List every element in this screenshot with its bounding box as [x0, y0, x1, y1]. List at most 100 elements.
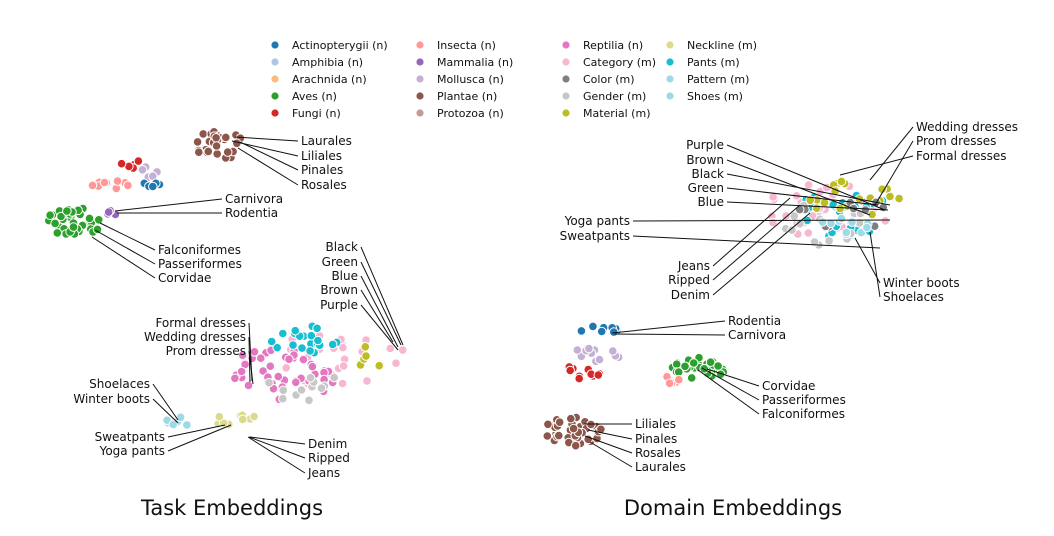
point-aves [50, 218, 60, 229]
point-plantae [192, 137, 203, 147]
task-embeddings-points [44, 127, 408, 430]
annotation-label-sweatpants: Sweatpants [560, 229, 630, 243]
legend-label-gender: Gender (m) [583, 90, 646, 103]
legend-label-reptilia: Reptilia (n) [583, 39, 643, 52]
point-gender [278, 393, 288, 404]
point-plantae [221, 132, 231, 143]
annotation-label-winter-boots: Winter boots [73, 392, 150, 406]
legend-label-mollusca: Mollusca (n) [437, 73, 504, 86]
annotation-label-corvidae: Corvidae [762, 379, 815, 393]
annotation-label-carnivora: Carnivora [728, 328, 786, 342]
point-plantae [554, 430, 564, 441]
annotation-leader-falconiformes [99, 222, 156, 251]
point-category [362, 376, 372, 386]
legend-label-fungi: Fungi (n) [292, 107, 341, 120]
point-material [374, 360, 385, 371]
point-reptilia [291, 377, 301, 388]
annotation-label-liliales: Liliales [635, 417, 676, 431]
point-plantae [211, 133, 221, 143]
point-material [361, 351, 371, 361]
point-reptilia [307, 361, 318, 372]
point-aves [56, 211, 66, 222]
legend-marker-material [562, 109, 570, 117]
point-pants [312, 323, 322, 334]
annotation-label-liliales: Liliales [301, 149, 342, 163]
legend-marker-gender [562, 92, 570, 100]
point-pants [297, 343, 307, 353]
annotation-label-falconiformes: Falconiformes [158, 243, 241, 257]
annotation-leader-blue [726, 201, 889, 211]
point-plantae [542, 431, 553, 441]
point-insecta [112, 176, 123, 186]
legend-label-shoes: Shoes (m) [687, 90, 743, 103]
annotation-leader-yoga-pants [167, 424, 232, 452]
annotation-label-passeriformes: Passeriformes [762, 393, 846, 407]
point-material [835, 203, 845, 214]
annotation-label-wedding-dresses: Wedding dresses [916, 120, 1018, 134]
annotation-leader-corvidae [91, 236, 156, 279]
point-aves [94, 215, 104, 225]
annotation-leader-pinales [587, 429, 633, 440]
legend-marker-arachnida [271, 75, 279, 83]
annotation-label-shoelaces: Shoelaces [883, 290, 944, 304]
point-mollusca [584, 343, 594, 354]
point-shoes [841, 227, 852, 238]
point-plantae [212, 149, 222, 159]
legend-marker-mammalia [416, 58, 424, 66]
annotation-label-passeriformes: Passeriformes [158, 257, 242, 271]
point-mollusca [608, 346, 618, 356]
point-plantae [198, 129, 208, 139]
annotation-label-falconiformes: Falconiformes [762, 407, 845, 421]
legend-label-plantae: Plantae (n) [437, 90, 497, 103]
point-actinopterygii [596, 326, 607, 337]
annotation-label-blue: Blue [697, 195, 724, 209]
annotation-label-shoelaces: Shoelaces [89, 377, 150, 391]
annotation-label-green: Green [322, 255, 358, 269]
point-gender [824, 236, 834, 246]
legend-marker-amphibia [271, 58, 279, 66]
point-aves [62, 206, 72, 216]
point-gender [316, 383, 327, 394]
point-neckline [214, 411, 225, 422]
annotation-leader-prom-dresses [874, 140, 914, 206]
point-fungi [574, 373, 585, 384]
annotation-label-yoga-pants: Yoga pants [564, 214, 630, 228]
annotation-label-brown: Brown [686, 153, 724, 167]
annotation-leader-purple [360, 304, 399, 351]
point-plantae [232, 138, 242, 149]
point-plantae [211, 141, 222, 151]
annotation-label-corvidae: Corvidae [158, 271, 211, 285]
point-shoes [847, 217, 857, 227]
point-aves [680, 361, 690, 372]
annotation-leader-winter-boots [152, 398, 179, 424]
annotation-label-green: Green [688, 181, 724, 195]
legend-label-insecta: Insecta (n) [437, 39, 496, 52]
point-reptilia [298, 354, 309, 365]
legend-label-neckline: Neckline (m) [687, 39, 757, 52]
annotation-label-purple: Purple [320, 298, 358, 312]
point-plantae [194, 147, 204, 157]
domain-embeddings-points [542, 176, 904, 451]
point-insecta [664, 378, 675, 389]
annotation-leader-ripped [248, 436, 306, 459]
point-neckline [249, 411, 259, 422]
point-insecta [674, 374, 684, 385]
annotation-label-rosales: Rosales [301, 178, 347, 192]
point-plantae [222, 147, 233, 157]
point-pants [288, 340, 298, 350]
point-pants [272, 342, 283, 353]
annotation-leader-passeriformes [701, 367, 760, 401]
task-embeddings-panel: LauralesLilialesPinalesRosalesCarnivoraR… [44, 127, 408, 520]
legend-label-pattern: Pattern (m) [687, 73, 749, 86]
annotation-label-black: Black [692, 167, 725, 181]
legend-marker-plantae [416, 92, 424, 100]
point-material [894, 193, 904, 204]
point-aves [686, 373, 697, 383]
legend-marker-neckline [666, 41, 674, 49]
point-gender [787, 225, 797, 235]
legend-marker-reptilia [562, 41, 570, 49]
point-mollusca [594, 354, 605, 365]
annotation-label-rodentia: Rodentia [225, 206, 278, 220]
